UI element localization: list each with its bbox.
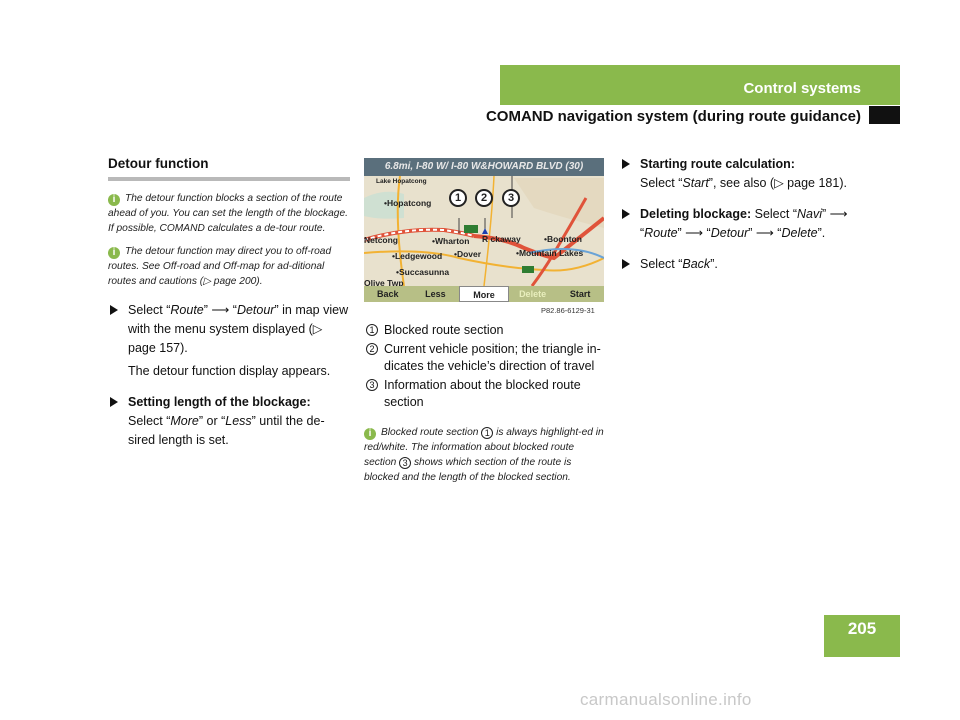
page-title: COMAND navigation system (during route g… [485,108,861,125]
page-number-box [824,615,900,657]
step-select-back: Select “Back”. [620,255,865,274]
watermark: carmanualsonline.info [580,690,752,709]
bullet-arrow-icon [110,397,118,407]
map-label: •Succasunna [396,267,450,277]
bullet-arrow-icon [622,259,630,269]
callout-3: 3 [502,189,520,207]
info-icon: i [108,247,120,259]
menu-start-button[interactable]: Start [569,289,591,299]
map-label: •Boonton [544,234,582,244]
map-route-info-bar: 6.8mi, I-80 W/ I-80 W&HOWARD BLVD (30) [364,158,604,176]
info-icon: i [364,428,376,440]
info-note-text: The detour function blocks a section of … [108,193,348,234]
map-label: •Dover [454,249,482,259]
navigation-map-screenshot: 6.8mi, I-80 W/ I-80 W&HOWARD BLVD (30) L… [364,158,604,302]
map-label: Lake Hopatcong [376,178,427,185]
header-band [500,65,900,105]
step-set-length: Setting length of the blockage: Select “… [108,393,350,450]
heading-rule [108,177,350,181]
callout-2: 2 [475,189,493,207]
menu-more-button[interactable]: More [459,286,509,302]
info-note-text: The detour function may direct you to of… [108,246,332,287]
image-code: P82.86-6129-31 [541,306,595,315]
bullet-arrow-icon [622,159,630,169]
map-label: Netcong [364,235,398,245]
section-title: Control systems [743,80,861,97]
legend-number: 3 [366,379,378,391]
menu-delete-button[interactable]: Delete [519,289,547,299]
step-start-calculation: Starting route calculation: Select “Star… [620,155,865,193]
page-number: 205 [847,619,877,638]
step-result: The detour function display appears. [128,364,331,378]
step-select-detour: Select “Route” ⟶ “Detour” in map view wi… [108,301,350,358]
legend-number: 2 [366,343,378,355]
legend-number: 1 [366,324,378,336]
menu-back-button[interactable]: Back [377,289,399,299]
map-label: •Mountain Lakes [516,248,584,258]
bullet-arrow-icon [622,209,630,219]
bullet-arrow-icon [110,305,118,315]
map-label: R ckaway [482,234,521,244]
map-label: •Wharton [432,236,470,246]
step-delete-blockage: Deleting blockage: Select “Navi” ⟶ “Rout… [620,205,865,243]
map-label: •Hopatcong [384,198,432,208]
map-menu-bar: Back Less More Delete Start [364,286,604,302]
header-marker [869,106,900,124]
menu-less-button[interactable]: Less [425,289,446,299]
callout-1: 1 [449,189,467,207]
right-column: Starting route calculation: Select “Star… [620,155,865,286]
map-label: •Ledgewood [392,251,443,261]
map-label: Olive Twp [364,278,404,288]
info-icon: i [108,194,120,206]
heading-detour-function: Detour function [108,156,209,171]
